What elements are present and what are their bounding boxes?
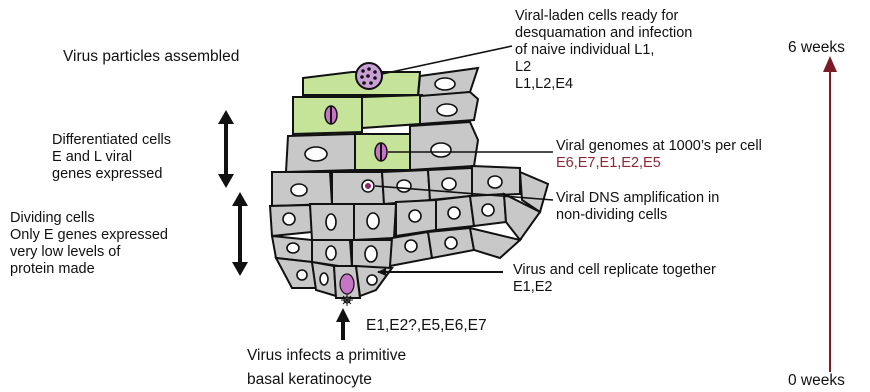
nucleus bbox=[437, 104, 457, 116]
nucleus bbox=[442, 178, 456, 190]
virus-assembled-label: Virus particles assembled bbox=[63, 49, 239, 65]
cell-infected-2b bbox=[362, 95, 422, 128]
nucleus bbox=[365, 246, 377, 262]
nucleus bbox=[409, 210, 421, 222]
viral-laden-label-4: L2 bbox=[515, 59, 531, 75]
nucleus bbox=[320, 273, 328, 285]
timeline-top-label: 6 weeks bbox=[788, 40, 845, 56]
viral-nucleus-basal bbox=[340, 274, 354, 294]
nucleus bbox=[283, 213, 295, 225]
viral-laden-label-2: desquamation and infection bbox=[515, 25, 692, 41]
nucleus bbox=[435, 78, 455, 90]
infection-arrow bbox=[336, 308, 350, 340]
viral-laden-label-1: Viral-laden cells ready for bbox=[515, 8, 678, 24]
dns-amplification-label-1: Viral DNS amplification in bbox=[556, 190, 719, 206]
viral-genomes-genes: E6,E7,E1,E2,E5 bbox=[556, 155, 661, 171]
virus-particle-cluster bbox=[356, 63, 382, 89]
nucleus bbox=[367, 213, 379, 229]
nucleus bbox=[397, 180, 411, 192]
differentiated-label-3: genes expressed bbox=[52, 166, 162, 182]
infects-label-1: Virus infects a primitive bbox=[247, 348, 406, 364]
viral-laden-label-5: L1,L2,E4 bbox=[515, 76, 573, 92]
nucleus bbox=[305, 147, 327, 161]
nucleus bbox=[326, 214, 336, 230]
cell-6f bbox=[470, 228, 520, 258]
nucleus bbox=[326, 246, 336, 260]
pointer-viral-laden bbox=[382, 46, 512, 74]
viral-nucleus-genomes bbox=[375, 143, 387, 161]
dns-amplification-label-2: non-dividing cells bbox=[556, 207, 667, 223]
viral-genomes-label: Viral genomes at 1000’s per cell bbox=[556, 138, 762, 154]
cell-4b bbox=[332, 172, 384, 204]
dividing-label-1: Dividing cells bbox=[10, 210, 95, 226]
nucleus bbox=[488, 176, 502, 188]
epithelium bbox=[270, 63, 548, 306]
basal-genes-label: E1,E2?,E5,E6,E7 bbox=[366, 318, 487, 334]
time-arrow bbox=[823, 56, 837, 372]
nucleus bbox=[405, 240, 417, 252]
double-arrow-dividing bbox=[232, 192, 248, 276]
nucleus bbox=[431, 143, 451, 157]
dividing-label-2: Only E genes expressed bbox=[10, 227, 168, 243]
nucleus bbox=[367, 275, 377, 285]
viral-nucleus-amplifying bbox=[362, 180, 374, 192]
timeline-bottom-label: 0 weeks bbox=[788, 373, 845, 389]
replicate-together-label-1: Virus and cell replicate together bbox=[513, 262, 716, 278]
differentiated-label-2: E and L viral bbox=[52, 149, 132, 165]
infects-label-2: basal keratinocyte bbox=[247, 372, 372, 388]
nucleus bbox=[287, 243, 299, 253]
nucleus bbox=[291, 184, 307, 196]
nucleus bbox=[482, 204, 494, 216]
double-arrow-differentiated bbox=[218, 110, 234, 188]
replicate-together-label-2: E1,E2 bbox=[513, 279, 553, 295]
nucleus bbox=[445, 237, 457, 249]
viral-nucleus-top bbox=[325, 106, 337, 124]
dividing-label-4: protein made bbox=[10, 261, 95, 277]
viral-laden-label-3: of naive individual L1, bbox=[515, 42, 654, 58]
cell-basal-a bbox=[276, 258, 316, 288]
nucleus bbox=[448, 207, 460, 219]
dividing-label-3: very low levels of bbox=[10, 244, 120, 260]
nucleus bbox=[297, 270, 307, 280]
differentiated-label-1: Differentiated cells bbox=[52, 132, 171, 148]
